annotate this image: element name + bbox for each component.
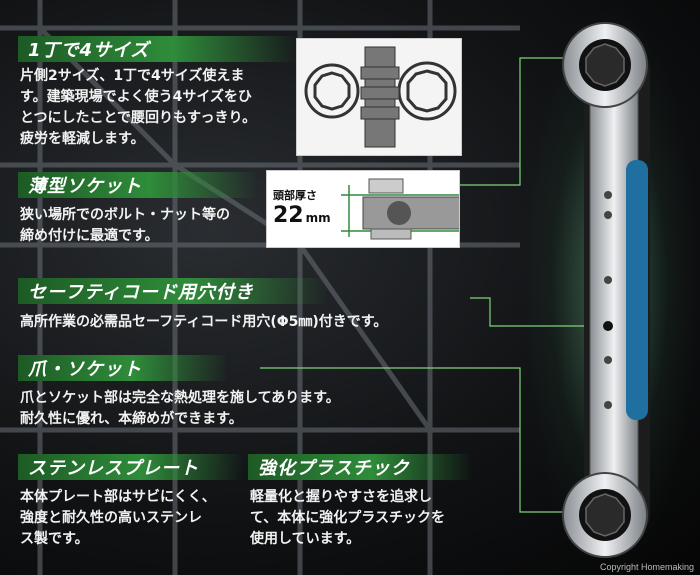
feature-5-line: 強度と耐久性の高いステンレ [20, 510, 202, 526]
feature-6-line: 軽量化と握りやすさを追求し [250, 489, 432, 505]
feature-4-line: 耐久性に優れ、本締めができます。 [20, 411, 243, 427]
socket-sizes-image [296, 38, 462, 156]
feature-3-text: 高所作業の必需品セーフティコード用穴(Φ5㎜)付きです。 [20, 312, 387, 333]
feature-6-line: 使用しています。 [250, 531, 361, 547]
copyright-text: Copyright Homemaking [599, 562, 694, 572]
feature-4-text: 爪とソケット部は完全な熱処理を施してあります。 耐久性に優れ、本締めができます。 [20, 388, 340, 430]
ratchet-wrench-image [562, 22, 650, 558]
thickness-unit: mm [305, 211, 331, 225]
feature-1-line: 疲労を軽減します。 [20, 131, 145, 147]
feature-2-title: 薄型ソケット [18, 172, 258, 198]
feature-5-line: 本体プレート部はサビにくく、 [20, 489, 216, 505]
feature-1-line: とつにしたことで腰回りもすっきり。 [20, 110, 257, 126]
feature-1-line: 片側2サイズ、1丁で4サイズ使えま [20, 68, 245, 84]
feature-4-title: 爪・ソケット [18, 355, 228, 381]
feature-3-line: 高所作業の必需品セーフティコード用穴(Φ5㎜)付きです。 [20, 314, 388, 330]
feature-1-title: 1丁で4サイズ [18, 36, 298, 62]
feature-6-line: て、本体に強化プラスチックを [250, 510, 446, 526]
thickness-label: 頭部厚さ [273, 189, 317, 202]
feature-5-text: 本体プレート部はサビにくく、 強度と耐久性の高いステンレ ス製です。 [20, 487, 216, 550]
feature-6-title: 強化プラスチック [248, 454, 473, 480]
thickness-number: 22 [273, 203, 304, 228]
feature-1-text: 片側2サイズ、1丁で4サイズ使えま す。建築現場でよく使う4サイズをひ とつにし… [20, 66, 256, 150]
feature-5-title: ステンレスプレート [18, 454, 243, 480]
feature-2-line: 締め付けに最適です。 [20, 228, 159, 244]
feature-1-line: す。建築現場でよく使う4サイズをひ [20, 89, 252, 105]
feature-6-text: 軽量化と握りやすさを追求し て、本体に強化プラスチックを 使用しています。 [250, 487, 445, 550]
feature-3-title: セーフティコード用穴付き [18, 278, 328, 304]
feature-4-line: 爪とソケット部は完全な熱処理を施してあります。 [20, 390, 340, 406]
feature-2-text: 狭い場所でのボルト・ナット等の 締め付けに最適です。 [20, 205, 230, 247]
feature-5-line: ス製です。 [20, 531, 89, 547]
feature-2-line: 狭い場所でのボルト・ナット等の [20, 207, 230, 223]
